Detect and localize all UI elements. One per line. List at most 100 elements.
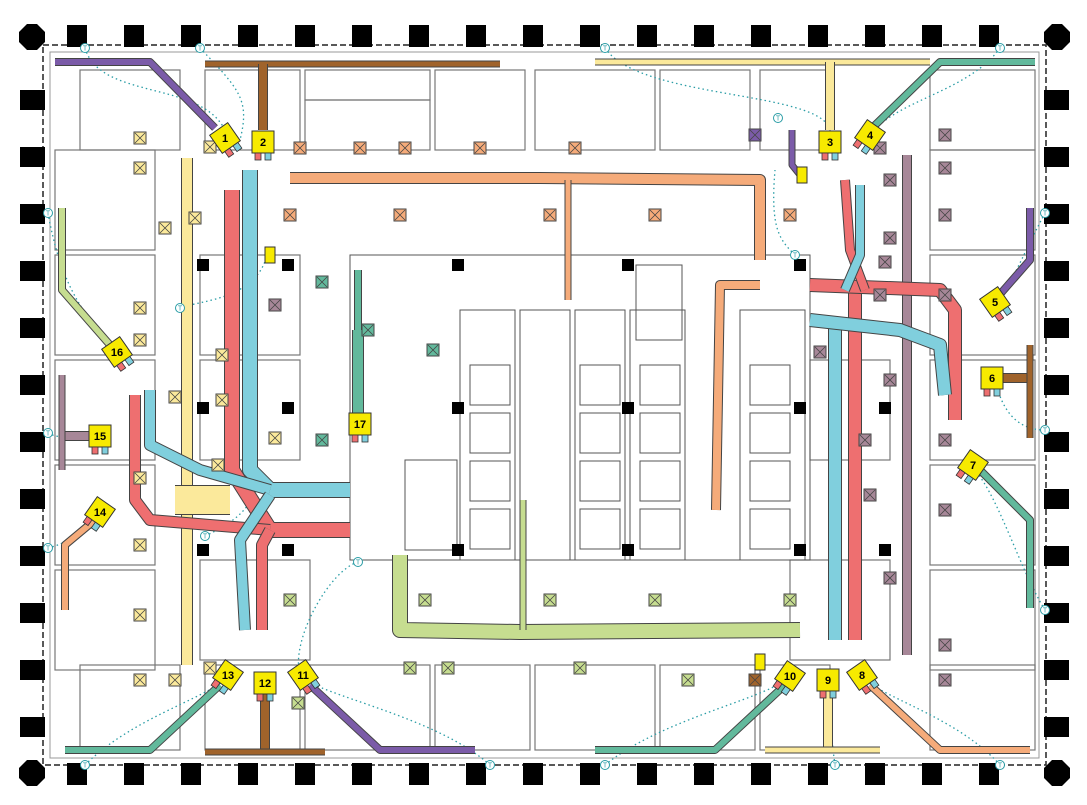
supply-diffuser (783, 208, 797, 222)
diffuser-x-icon (212, 459, 224, 471)
vav-box-label: 14 (94, 507, 107, 519)
thermostat[interactable]: T (600, 760, 610, 770)
chilled-water-connection (831, 152, 839, 161)
duct-teal (977, 467, 1033, 608)
vav-box-body (818, 130, 842, 154)
vav-box-13[interactable]: 13 (209, 658, 245, 696)
supply-diffuser (858, 433, 872, 447)
supply-diffuser (883, 173, 897, 187)
supply-diffuser (748, 673, 762, 687)
perimeter-column (1044, 489, 1069, 509)
structural-column (879, 402, 891, 414)
vav-box-8[interactable]: 8 (845, 658, 882, 696)
vav-box-9[interactable]: 9 (816, 668, 840, 699)
duct-green (59, 208, 113, 347)
perimeter-column (20, 717, 45, 737)
vav-box-body (251, 130, 275, 154)
thermostat-label: T (1043, 608, 1048, 615)
perimeter-column (1044, 717, 1069, 737)
supply-diffuser (188, 211, 202, 225)
diffuser-x-icon (134, 674, 146, 686)
supply-diffuser (473, 141, 487, 155)
vav-box-6[interactable]: 6 (980, 366, 1004, 397)
room-wall (304, 664, 431, 751)
room-wall (304, 99, 431, 151)
thermostat[interactable]: T (1040, 425, 1050, 435)
vav-box-4[interactable]: 4 (851, 118, 887, 156)
perimeter-column (1044, 204, 1069, 224)
vav-box-label: 3 (827, 137, 833, 149)
thermostat[interactable]: T (995, 43, 1005, 53)
perimeter-column (295, 763, 315, 785)
thermostat[interactable]: T (790, 250, 800, 260)
duct-teal (867, 59, 1035, 133)
thermostat[interactable]: T (1040, 605, 1050, 615)
vav-box-body (980, 366, 1004, 390)
thermostat-icon (1040, 425, 1050, 435)
vav-box-7[interactable]: 7 (954, 448, 990, 486)
thermostat-icon (600, 43, 610, 53)
interior-perimeter-line (49, 51, 1040, 759)
vav-box-5[interactable]: 5 (978, 285, 1015, 323)
vav-box-10[interactable]: 10 (771, 659, 807, 697)
supply-diffuser (403, 661, 417, 675)
thermostat-icon (43, 543, 53, 553)
thermostat[interactable]: T (773, 113, 783, 123)
supply-diffuser (361, 323, 375, 337)
vav-box-label: 2 (260, 137, 266, 149)
thermostat[interactable]: T (200, 531, 210, 541)
perimeter-column (238, 763, 258, 785)
thermostat[interactable]: T (80, 760, 90, 770)
hot-water-connection (256, 693, 264, 702)
diffuser-x-icon (874, 289, 886, 301)
diffuser-x-icon (884, 232, 896, 244)
thermostat[interactable]: T (43, 428, 53, 438)
thermostat-icon (995, 43, 1005, 53)
vav-box-17[interactable]: 17 (348, 412, 372, 443)
hot-water-connection (351, 434, 359, 443)
thermostat[interactable]: T (195, 43, 205, 53)
vav-box-14[interactable]: 14 (81, 495, 117, 533)
thermostat[interactable]: T (830, 760, 840, 770)
thermostat[interactable]: T (80, 43, 90, 53)
perimeter-column (20, 204, 45, 224)
thermostat[interactable]: T (485, 760, 495, 770)
thermostat[interactable]: T (175, 303, 185, 313)
thermostat[interactable]: T (43, 208, 53, 218)
vav-box-15[interactable]: 15 (88, 424, 112, 455)
vav-box-body (348, 412, 372, 436)
thermostat-icon (1040, 208, 1050, 218)
room-wall (434, 664, 531, 751)
perimeter-column (295, 25, 315, 47)
supply-diffuser (315, 275, 329, 289)
diffuser-x-icon (879, 256, 891, 268)
hot-water-connection (302, 684, 313, 695)
duct-blue (841, 185, 864, 292)
vav-box-12[interactable]: 12 (253, 671, 277, 702)
supply-diffuser (315, 433, 329, 447)
vav-box-3[interactable]: 3 (818, 130, 842, 161)
thermostat[interactable]: T (353, 557, 363, 567)
perimeter-column (20, 318, 45, 338)
vav-box-11[interactable]: 11 (286, 658, 323, 696)
thermostat[interactable]: T (995, 760, 1005, 770)
perimeter-column (808, 763, 828, 785)
room-wall (929, 254, 1036, 356)
diffuser-x-icon (269, 432, 281, 444)
diffuser-x-icon (784, 209, 796, 221)
core-booth (749, 364, 791, 406)
vav-box-1[interactable]: 1 (208, 121, 245, 159)
thermostat-label: T (46, 431, 51, 438)
thermostat[interactable]: T (1040, 208, 1050, 218)
core-booth (639, 412, 681, 454)
thermostat-label: T (178, 306, 183, 313)
ductwork-layer (55, 58, 1035, 756)
perimeter-column (1044, 660, 1069, 680)
diffuser-x-icon (784, 594, 796, 606)
vav-box-2[interactable]: 2 (251, 130, 275, 161)
thermostat[interactable]: T (43, 543, 53, 553)
room-wall (534, 664, 656, 751)
thermostat[interactable]: T (600, 43, 610, 53)
vav-box-16[interactable]: 16 (100, 335, 137, 373)
supply-diffuser (873, 288, 887, 302)
